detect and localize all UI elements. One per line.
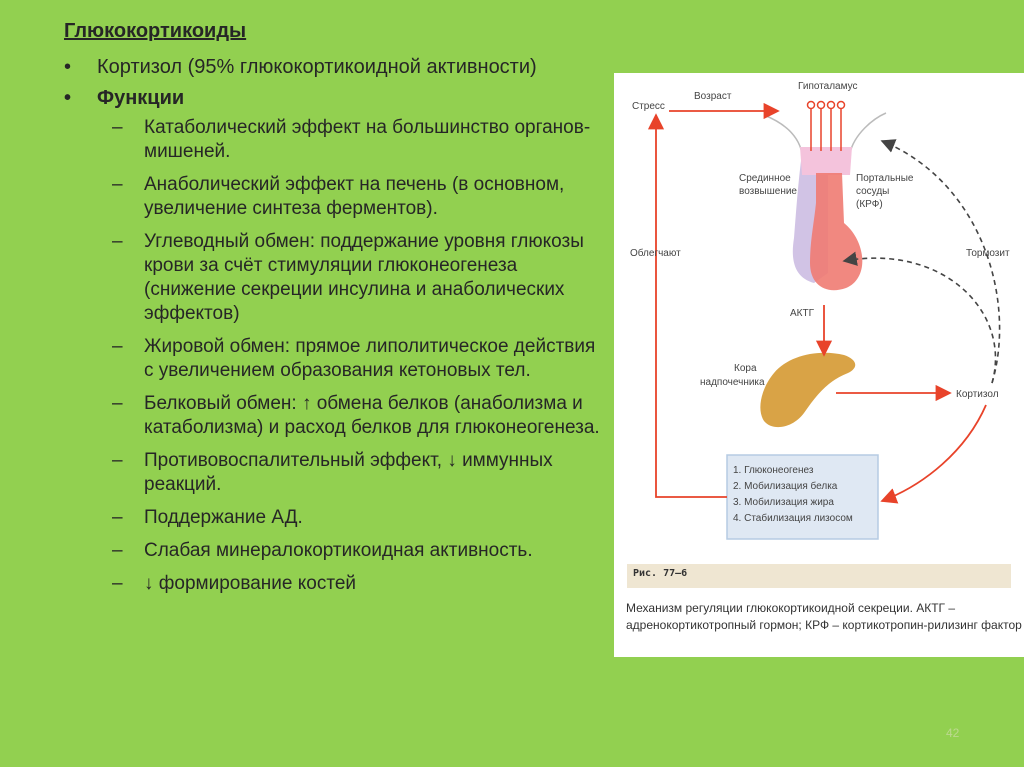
label-hypothalamus: Гипоталамус	[798, 81, 858, 92]
label-portal-2: сосуды	[856, 186, 889, 197]
bullet-marker: •	[64, 56, 72, 78]
function-text: Катаболический эффект на большинство орг…	[144, 117, 591, 162]
dash-marker: –	[112, 540, 123, 561]
label-median-eminence-2: возвышение	[739, 186, 797, 197]
arrow-cortisol-effects	[880, 404, 987, 504]
bullet-cortisol: • Кортизол (95% глюкокортикоидной активн…	[64, 56, 609, 79]
regulation-figure: Стресс Возраст Гипоталамус Срединное воз…	[614, 73, 1024, 657]
function-text: Жировой обмен: прямое липолитическое дей…	[144, 336, 596, 381]
effect-item: 2. Мобилизация белка	[733, 480, 838, 492]
label-cortex-1: Кора	[734, 363, 757, 374]
label-actg: АКТГ	[790, 308, 815, 319]
function-item: –Жировой обмен: прямое липолитическое де…	[64, 335, 609, 383]
signal-arrows	[647, 102, 987, 504]
label-median-eminence-1: Срединное	[739, 173, 791, 184]
function-text: Анаболический эффект на печень (в основн…	[144, 174, 565, 219]
inhibition-arrows	[842, 139, 1001, 384]
function-text: Белковый обмен: ↑ обмена белков (анаболи…	[144, 393, 600, 438]
dash-marker: –	[112, 231, 123, 252]
dash-marker: –	[112, 117, 123, 138]
label-cortisol: Кортизол	[956, 389, 999, 400]
label-portal-3: (КРФ)	[856, 199, 883, 210]
function-item: –Слабая минералокортикоидная активность.	[64, 539, 609, 563]
function-item: –Углеводный обмен: поддержание уровня гл…	[64, 230, 609, 326]
function-item: –Катаболический эффект на большинство ор…	[64, 116, 609, 164]
figure-caption: Механизм регуляции глюкокортикоидной сек…	[626, 601, 1022, 632]
effect-item: 3. Мобилизация жира	[733, 496, 834, 508]
figure-label: Рис. 77—6	[633, 568, 688, 579]
dash-marker: –	[112, 573, 123, 594]
arrow-inhibit-pituitary	[842, 251, 997, 384]
dash-marker: –	[112, 336, 123, 357]
function-item: –↓ формирование костей	[64, 572, 609, 596]
content-list: • Кортизол (95% глюкокортикоидной активн…	[64, 56, 609, 605]
regulation-diagram: Стресс Возраст Гипоталамус Срединное воз…	[630, 81, 1010, 540]
label-cortex-2: надпочечника	[700, 377, 765, 388]
label-stress: Стресс	[632, 101, 665, 112]
function-text: Поддержание АД.	[144, 507, 303, 528]
function-text: Противовоспалительный эффект, ↓ иммунных…	[144, 450, 553, 495]
bullet-marker: •	[64, 87, 72, 109]
arrow-effects-stress	[647, 113, 727, 498]
dash-marker: –	[112, 450, 123, 471]
arrow-inhibit-hypothalamus	[880, 139, 1001, 384]
infundibulum-shape	[800, 147, 852, 175]
function-item: –Белковый обмен: ↑ обмена белков (анабол…	[64, 392, 609, 440]
function-item: –Анаболический эффект на печень (в основ…	[64, 173, 609, 221]
bullet-text: Кортизол (95% глюкокортикоидной активнос…	[97, 56, 537, 78]
function-text: Слабая минералокортикоидная активность.	[144, 540, 533, 561]
dash-marker: –	[112, 393, 123, 414]
effect-item: 4. Стабилизация лизосом	[733, 512, 853, 524]
slide-title: Глюкокортикоиды	[64, 20, 247, 42]
functions-list: –Катаболический эффект на большинство ор…	[64, 116, 609, 596]
function-text: Углеводный обмен: поддержание уровня глю…	[144, 231, 584, 324]
bullet-functions: • Функции	[64, 87, 609, 110]
label-inhibit: Тормозит	[966, 248, 1010, 259]
bullet-text: Функции	[97, 87, 185, 109]
label-facilitate: Облегчают	[630, 247, 681, 259]
function-item: –Противовоспалительный эффект, ↓ иммунны…	[64, 449, 609, 497]
hypothalamic-neurons	[806, 100, 846, 151]
label-portal-1: Портальные	[856, 173, 914, 184]
dash-marker: –	[112, 174, 123, 195]
effect-item: 1. Глюконеогенез	[733, 465, 814, 476]
page-number: 42	[946, 726, 960, 740]
dash-marker: –	[112, 507, 123, 528]
label-age: Возраст	[694, 91, 732, 102]
function-item: –Поддержание АД.	[64, 506, 609, 530]
figure-label-band: Рис. 77—6	[627, 564, 1011, 588]
pituitary-gland-shape	[810, 173, 863, 291]
function-text: ↓ формирование костей	[144, 573, 357, 594]
adrenal-cortex-shape	[760, 352, 856, 428]
